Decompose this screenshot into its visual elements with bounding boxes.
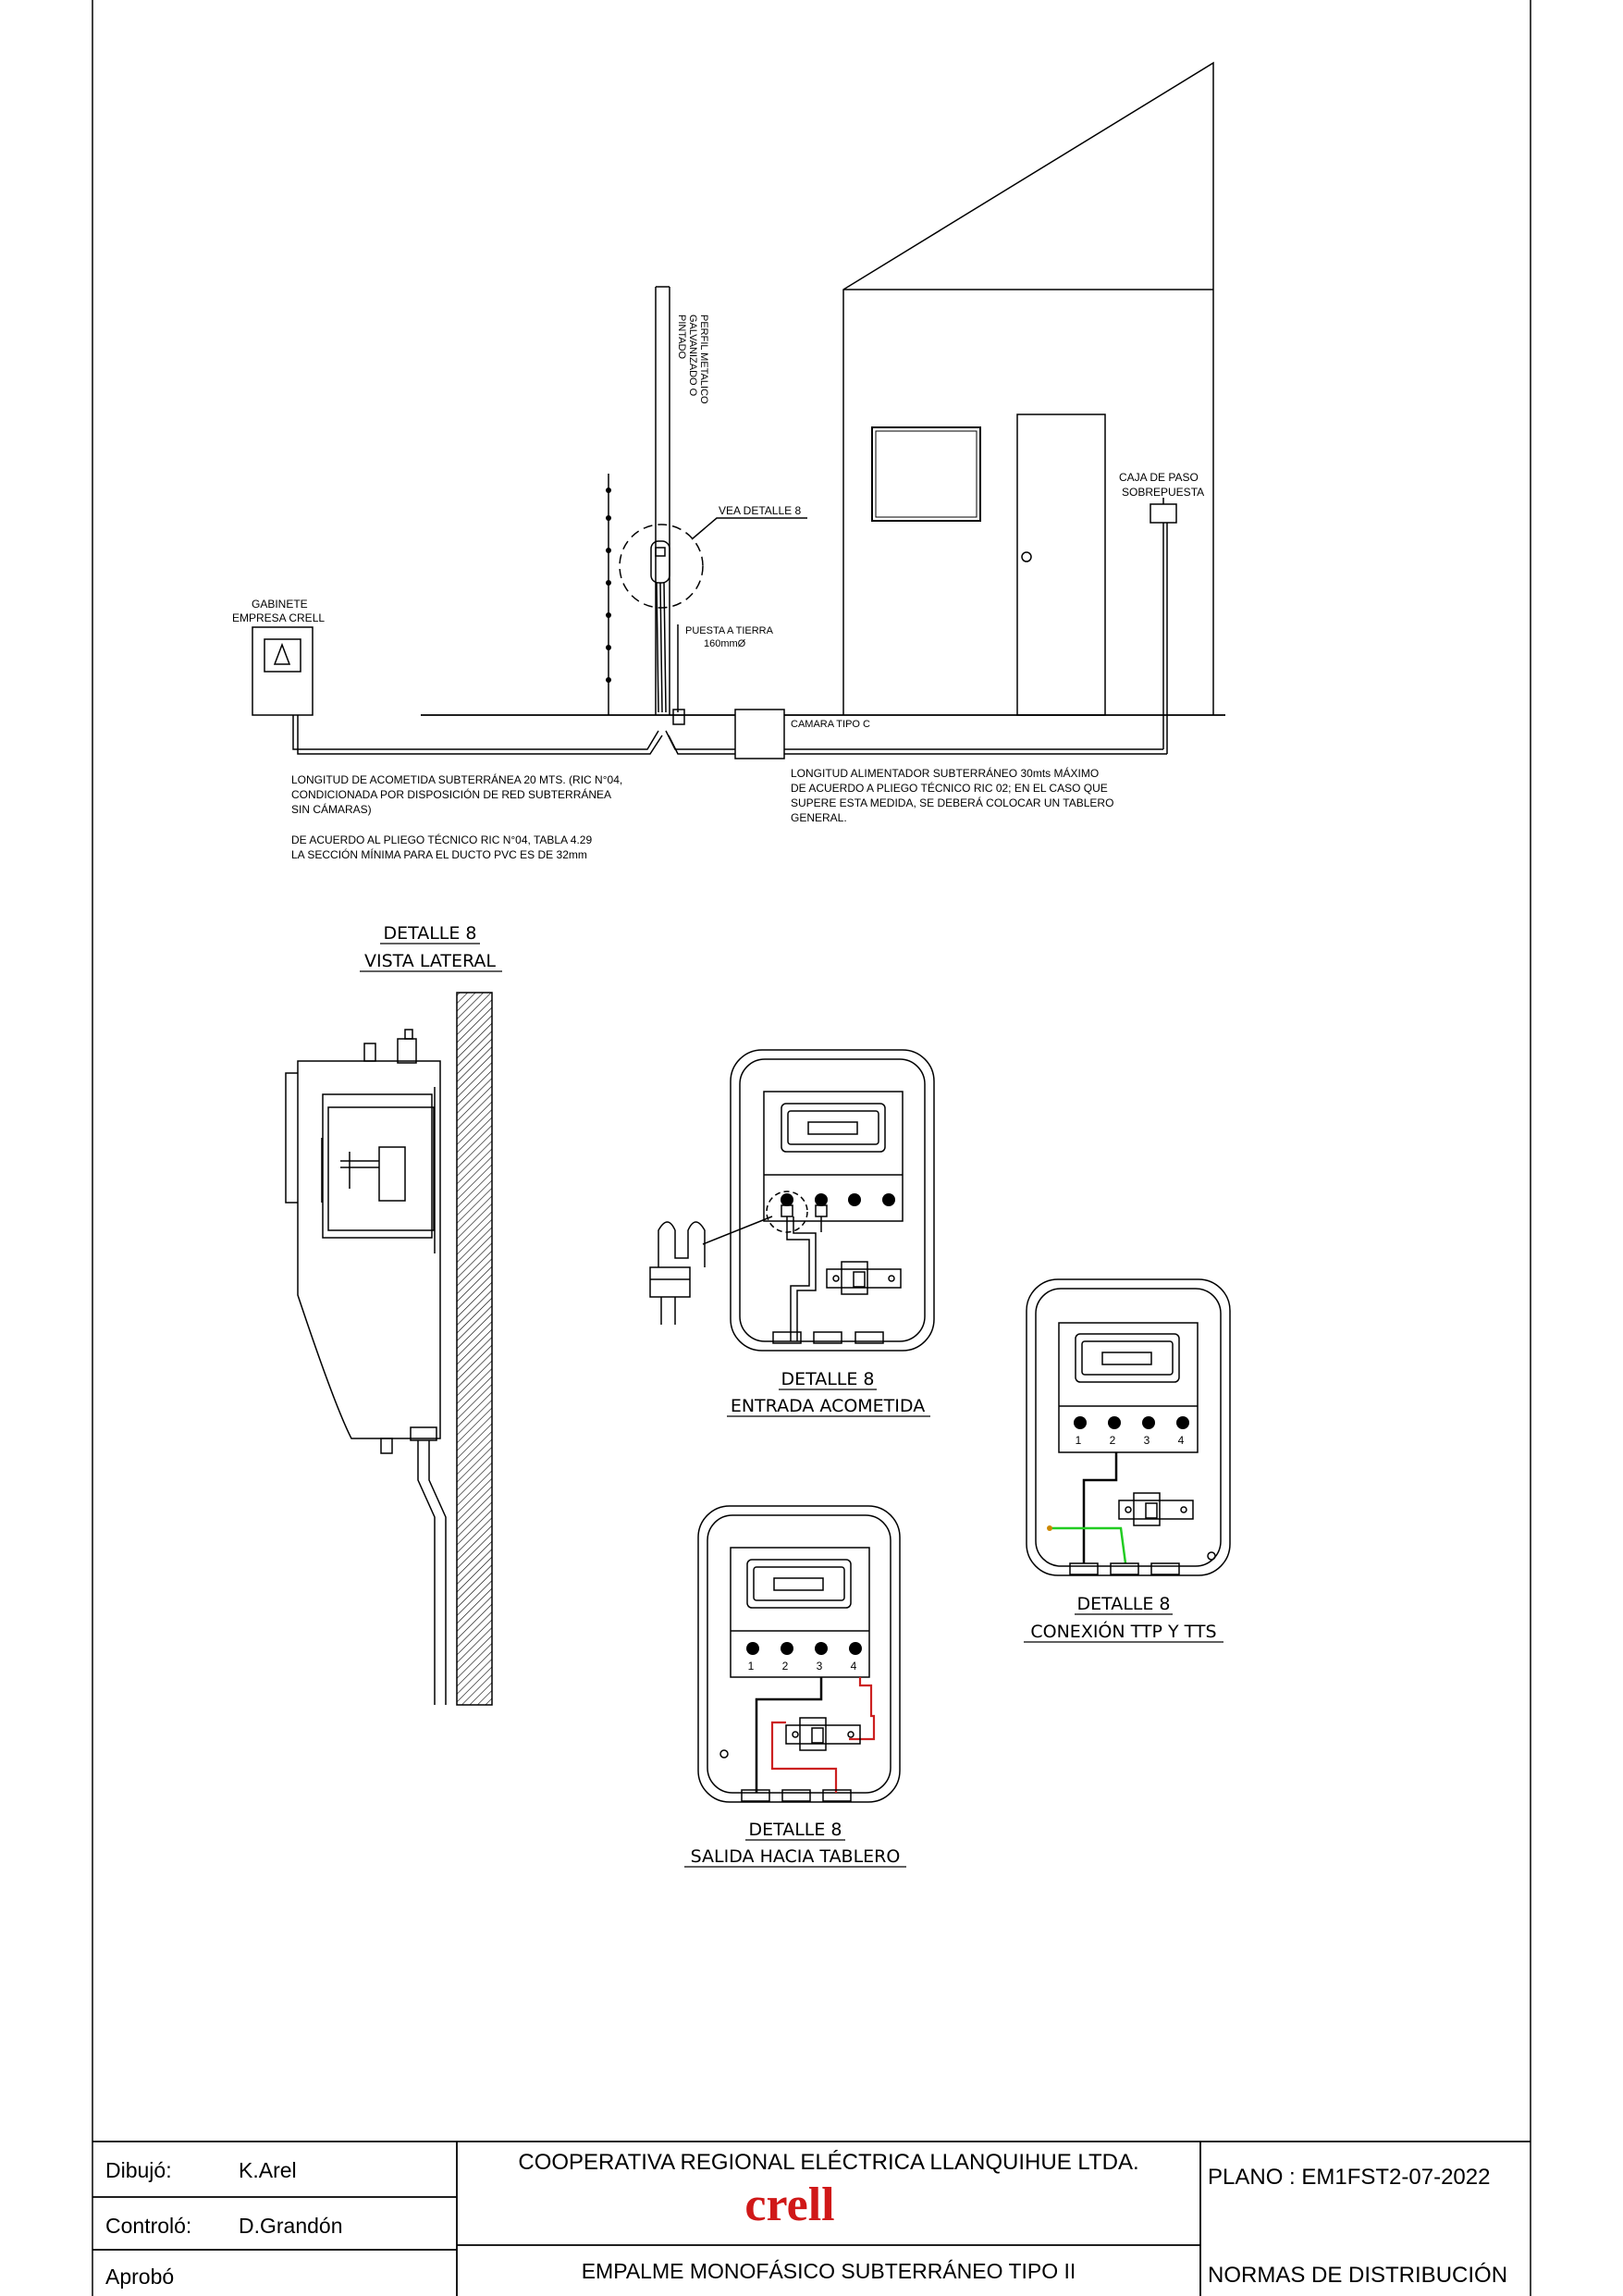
svg-text:1: 1 — [748, 1660, 755, 1673]
detail-lateral — [285, 992, 493, 1706]
company-name: COOPERATIVA REGIONAL ELÉCTRICA LLANQUIHU… — [518, 2150, 1138, 2175]
house-window — [871, 426, 981, 522]
house-outline — [842, 61, 1214, 715]
project-title: EMPALME MONOFÁSICO SUBTERRÁNEO TIPO II — [582, 2259, 1076, 2283]
lateral-title-2: VISTA LATERAL — [364, 951, 496, 971]
salida-terminal-numbers: 1 2 3 4 — [748, 1660, 857, 1673]
crell-logo: crell — [744, 2179, 834, 2231]
plano-code: PLANO : EM1FST2-07-2022 — [1208, 2165, 1490, 2190]
caja-paso-label-2: SOBREPUESTA — [1122, 486, 1204, 499]
caja-paso-label-1: CAJA DE PASO — [1119, 471, 1199, 484]
detail-salida — [697, 1505, 901, 1803]
svg-text:2: 2 — [1110, 1434, 1116, 1447]
vea-detalle-label: VEA DETALLE 8 — [719, 504, 801, 517]
salida-title-2: SALIDA HACIA TABLERO — [691, 1846, 901, 1867]
controlo-value: D.Grandón — [239, 2214, 343, 2238]
svg-text:LONGITUD DE ACOMETIDA SUBTERRÁ: LONGITUD DE ACOMETIDA SUBTERRÁNEA 20 MTS… — [291, 772, 626, 861]
conexion-title-1: DETALLE 8 — [1076, 1594, 1170, 1614]
svg-text:3: 3 — [1144, 1434, 1150, 1447]
site-labels: PERFIL METALICO GALVANIZADO O PINTADO VE… — [232, 315, 1204, 861]
controlo-label: Controló: — [105, 2214, 191, 2238]
title-block-text: Dibujó: K.Arel Controló: D.Grandón Aprob… — [105, 2150, 1507, 2289]
entrada-title-2: ENTRADA ACOMETIDA — [731, 1396, 925, 1416]
perfil-label-3: PINTADO — [676, 315, 687, 360]
conexion-title-2: CONEXIÓN TTP Y TTS — [1030, 1620, 1216, 1642]
entrada-title-1: DETALLE 8 — [781, 1369, 874, 1389]
normas-label: NORMAS DE DISTRIBUCIÓN — [1208, 2263, 1507, 2288]
house-door — [1016, 414, 1106, 716]
svg-text:LONGITUD ALIMENTADOR SUBTERRÁN: LONGITUD ALIMENTADOR SUBTERRÁNEO 30mts M… — [791, 766, 1117, 824]
site-elevation — [252, 61, 1225, 759]
detail-entrada — [649, 1049, 935, 1352]
dibujo-value: K.Arel — [239, 2158, 297, 2182]
svg-text:4: 4 — [851, 1660, 857, 1673]
svg-text:3: 3 — [817, 1660, 823, 1673]
aprobo-label: Aprobó — [105, 2265, 174, 2289]
detail-conexion — [1026, 1278, 1231, 1576]
page-frame — [92, 0, 1531, 2296]
svg-text:2: 2 — [782, 1660, 789, 1673]
puesta-tierra-label-1: PUESTA A TIERRA — [685, 625, 774, 636]
gabinete-crell — [252, 626, 314, 716]
perfil-label-1: PERFIL METALICO — [698, 315, 709, 404]
puesta-tierra-label-2: 160mmØ — [704, 638, 746, 649]
camara-tipo-c — [734, 709, 785, 759]
svg-text:PERFIL METALICO GALVANIZ: PERFIL METALICO GALVANIZADO O PINTADO — [676, 315, 709, 407]
title-block — [92, 2141, 1531, 2296]
lateral-title-1: DETALLE 8 — [383, 923, 476, 944]
camara-label: CAMARA TIPO C — [791, 719, 870, 730]
conexion-terminal-numbers: 1 2 3 4 — [1076, 1434, 1185, 1447]
perfil-label-2: GALVANIZADO O — [687, 315, 698, 397]
svg-text:4: 4 — [1178, 1434, 1185, 1447]
wall-hatch — [456, 992, 493, 1706]
caja-de-paso — [1150, 503, 1177, 524]
svg-text:1: 1 — [1076, 1434, 1082, 1447]
dibujo-label: Dibujó: — [105, 2158, 172, 2182]
detail-circle — [619, 524, 704, 609]
salida-title-1: DETALLE 8 — [748, 1820, 842, 1840]
gabinete-label-1: GABINETE — [252, 598, 308, 611]
gabinete-label-2: EMPRESA CRELL — [232, 611, 325, 624]
